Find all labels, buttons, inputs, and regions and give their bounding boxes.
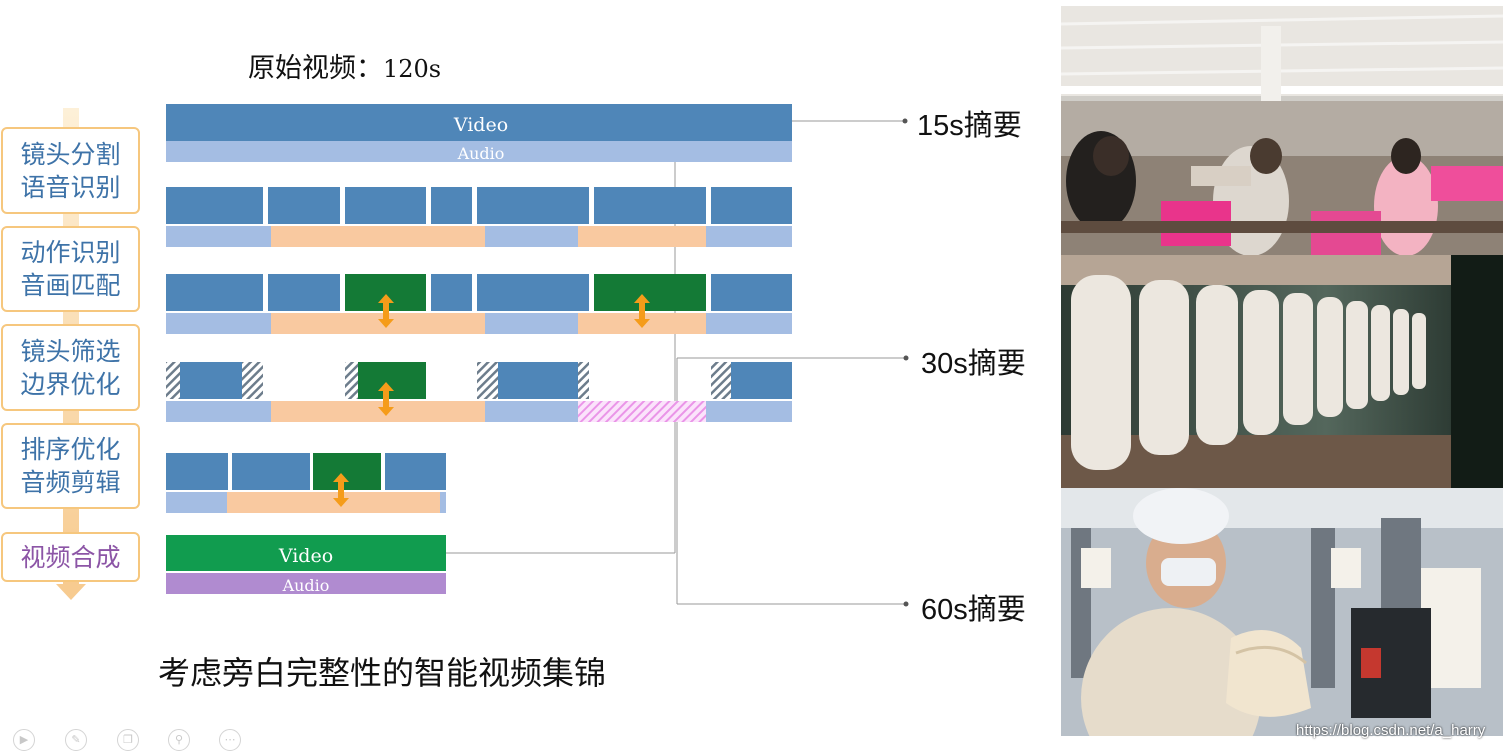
step-line: 边界优化 (20, 369, 121, 399)
step-matching: 动作识别 音画匹配 (1, 226, 140, 312)
factory-floor-photo (1061, 6, 1503, 255)
step-segmentation: 镜头分割 语音识别 (1, 127, 140, 214)
watermark: https://blog.csdn.net/a_harry (1296, 722, 1486, 739)
title-label: 原始视频： (248, 53, 383, 84)
glove-molds-photo (1061, 255, 1503, 488)
step-line: 动作识别 (20, 238, 121, 267)
sync-arrow-icon (378, 294, 394, 328)
sync-arrows (333, 294, 650, 507)
step-line: 镜头筛选 (20, 336, 121, 366)
sync-arrow-icon (333, 473, 349, 507)
segmentation-track (166, 187, 792, 247)
play-icon[interactable]: ▶ (13, 729, 35, 751)
step-line: 音频剪辑 (20, 468, 121, 497)
step-line: 音画匹配 (20, 271, 121, 300)
step-line: 视频合成 (20, 542, 121, 572)
original-video-track: Video Audio (166, 104, 792, 163)
pen-icon[interactable]: ✎ (65, 729, 87, 751)
more-icon[interactable]: ⋯ (219, 729, 241, 751)
original-audio-label: Audio (457, 144, 505, 163)
sync-arrow-icon (378, 382, 394, 416)
ordering-track (166, 453, 446, 513)
step-ordering: 排序优化 音频剪辑 (1, 423, 140, 509)
worker-photo (1061, 488, 1503, 736)
diagram-caption: 考虑旁白完整性的智能视频集锦 (158, 654, 607, 692)
step-line: 排序优化 (20, 435, 121, 464)
copy-icon[interactable]: ❐ (117, 729, 139, 751)
sync-arrow-icon (634, 294, 650, 328)
final-video-track: Video Audio (166, 535, 446, 595)
step-line: 镜头分割 (20, 139, 121, 169)
selection-track (166, 362, 792, 422)
summary-connector-dots (902, 118, 909, 607)
step-selection: 镜头筛选 边界优化 (1, 324, 140, 411)
summary-60s-label: 60s摘要 (921, 594, 1026, 626)
diagram-title: 原始视频：120s (248, 46, 441, 85)
summary-15s-label: 15s摘要 (917, 110, 1022, 142)
step-line: 语音识别 (20, 172, 121, 202)
final-audio-label: Audio (282, 576, 330, 595)
summary-30s-label: 30s摘要 (921, 348, 1026, 380)
original-video-label: Video (453, 114, 508, 136)
zoom-icon[interactable]: ⚲ (168, 729, 190, 751)
matching-track (166, 274, 792, 334)
step-synthesis: 视频合成 (1, 532, 140, 582)
title-duration: 120s (383, 55, 442, 83)
final-video-label: Video (278, 545, 333, 567)
